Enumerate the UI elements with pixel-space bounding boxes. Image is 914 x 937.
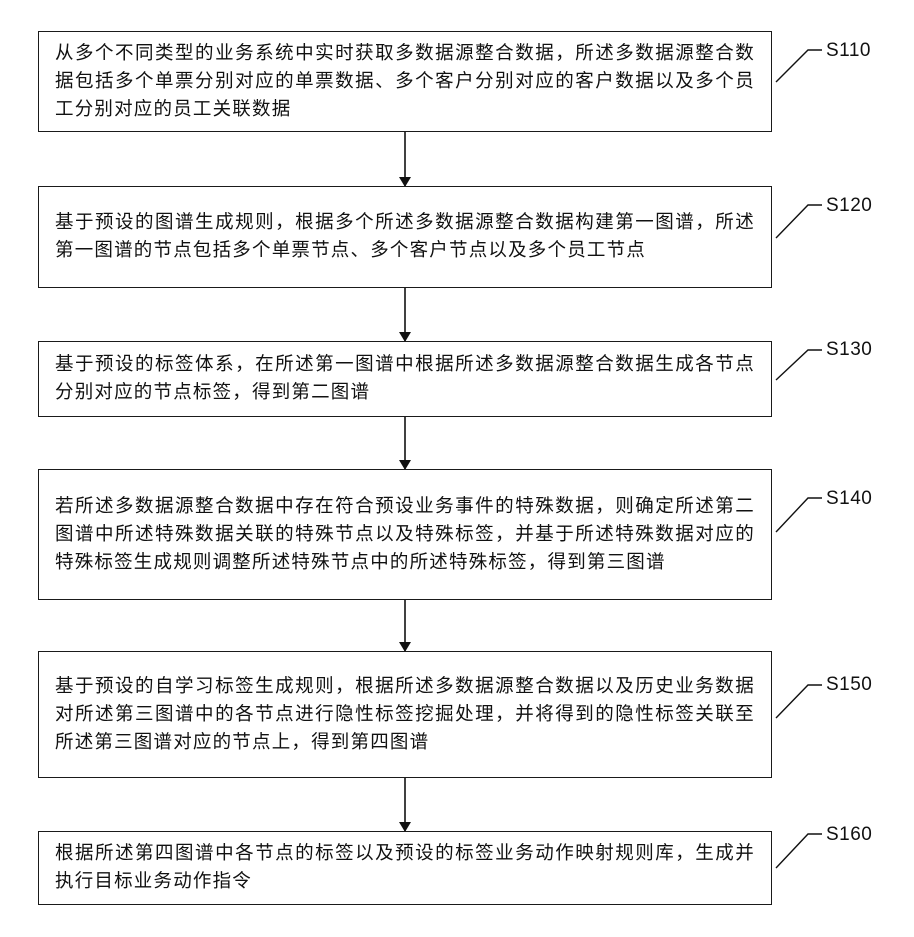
step-text-s160: 根据所述第四图谱中各节点的标签以及预设的标签业务动作映射规则库，生成并执行目标业… — [55, 840, 755, 896]
step-text-s110: 从多个不同类型的业务系统中实时获取多数据源整合数据，所述多数据源整合数据包括多个… — [55, 40, 755, 124]
step-box-s150: 基于预设的自学习标签生成规则，根据所述多数据源整合数据以及历史业务数据对所述第三… — [38, 651, 772, 778]
step-box-s130: 基于预设的标签体系，在所述第一图谱中根据所述多数据源整合数据生成各节点分别对应的… — [38, 341, 772, 417]
leader-line-s110 — [776, 50, 822, 82]
step-text-s140: 若所述多数据源整合数据中存在符合预设业务事件的特殊数据，则确定所述第二图谱中所述… — [55, 493, 755, 577]
leader-line-s150 — [776, 685, 822, 718]
step-text-s130: 基于预设的标签体系，在所述第一图谱中根据所述多数据源整合数据生成各节点分别对应的… — [55, 351, 755, 407]
step-box-s160: 根据所述第四图谱中各节点的标签以及预设的标签业务动作映射规则库，生成并执行目标业… — [38, 831, 772, 905]
step-box-s120: 基于预设的图谱生成规则，根据多个所述多数据源整合数据构建第一图谱，所述第一图谱的… — [38, 186, 772, 288]
step-box-s110: 从多个不同类型的业务系统中实时获取多数据源整合数据，所述多数据源整合数据包括多个… — [38, 31, 772, 132]
step-label-s150: S150 — [826, 674, 872, 696]
step-label-s160: S160 — [826, 824, 872, 846]
step-label-s130: S130 — [826, 339, 872, 361]
step-label-s110: S110 — [826, 40, 871, 62]
leader-line-s120 — [776, 205, 822, 238]
leader-line-s140 — [776, 498, 822, 532]
leader-line-s160 — [776, 834, 822, 868]
step-label-s140: S140 — [826, 488, 872, 510]
step-text-s150: 基于预设的自学习标签生成规则，根据所述多数据源整合数据以及历史业务数据对所述第三… — [55, 673, 755, 757]
step-text-s120: 基于预设的图谱生成规则，根据多个所述多数据源整合数据构建第一图谱，所述第一图谱的… — [55, 209, 755, 265]
step-box-s140: 若所述多数据源整合数据中存在符合预设业务事件的特殊数据，则确定所述第二图谱中所述… — [38, 469, 772, 600]
step-label-s120: S120 — [826, 195, 872, 217]
leader-line-s130 — [776, 350, 822, 380]
